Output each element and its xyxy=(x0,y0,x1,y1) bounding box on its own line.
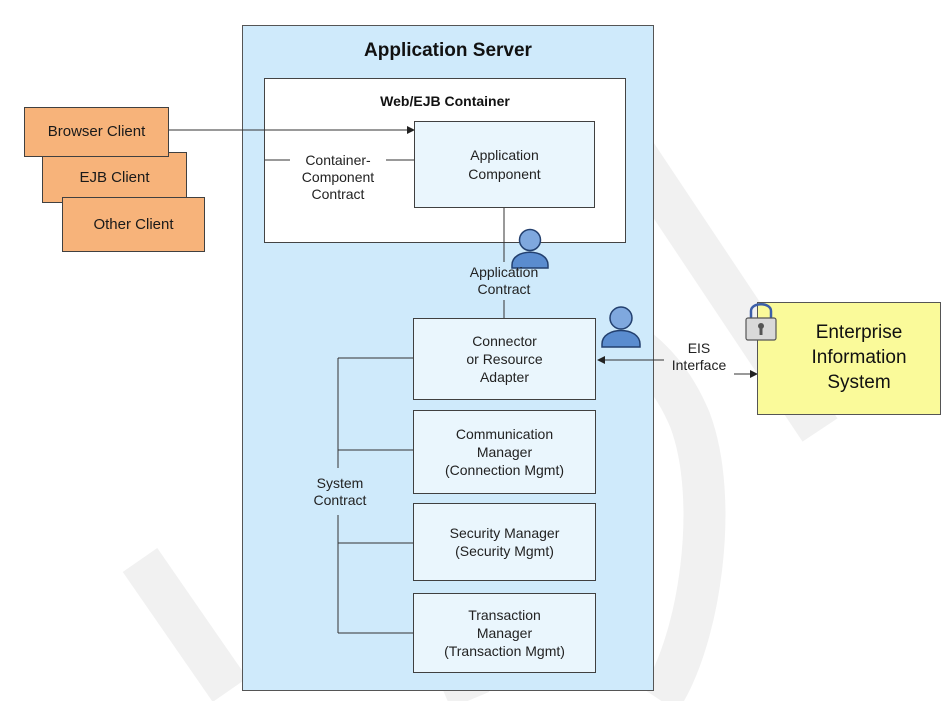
security-manager-label: Security Manager (Security Mgmt) xyxy=(449,524,560,559)
other-client-label: Other Client xyxy=(93,215,174,233)
application-component-label: Application Component xyxy=(468,147,541,182)
browser-client-box: Browser Client xyxy=(24,107,169,157)
transaction-manager-label: Transaction Manager (Transaction Mgmt) xyxy=(444,606,565,660)
container-title: Web/EJB Container xyxy=(380,93,510,109)
communication-manager-box: Communication Manager (Connection Mgmt) xyxy=(413,410,596,494)
security-manager-box: Security Manager (Security Mgmt) xyxy=(413,503,596,581)
eis-interface-label: EIS Interface xyxy=(671,340,727,373)
ejb-client-label: EJB Client xyxy=(79,168,150,186)
connector-label: Connector or Resource Adapter xyxy=(466,332,543,386)
application-server-title: Application Server xyxy=(364,40,532,61)
connector-box: Connector or Resource Adapter xyxy=(413,318,596,400)
other-client-box: Other Client xyxy=(62,197,205,252)
container-component-contract-label: Container- Component Contract xyxy=(301,152,375,202)
communication-manager-label: Communication Manager (Connection Mgmt) xyxy=(444,425,565,479)
application-component-box: Application Component xyxy=(414,121,595,208)
browser-client-label: Browser Client xyxy=(47,123,146,141)
eis-box: Enterprise Information System xyxy=(757,302,941,415)
application-contract-label: Application Contract xyxy=(469,264,539,297)
ejb-client-box: EJB Client xyxy=(42,152,187,203)
system-contract-label: System Contract xyxy=(313,475,367,508)
transaction-manager-box: Transaction Manager (Transaction Mgmt) xyxy=(413,593,596,673)
eis-label: Enterprise Information System xyxy=(811,322,907,393)
